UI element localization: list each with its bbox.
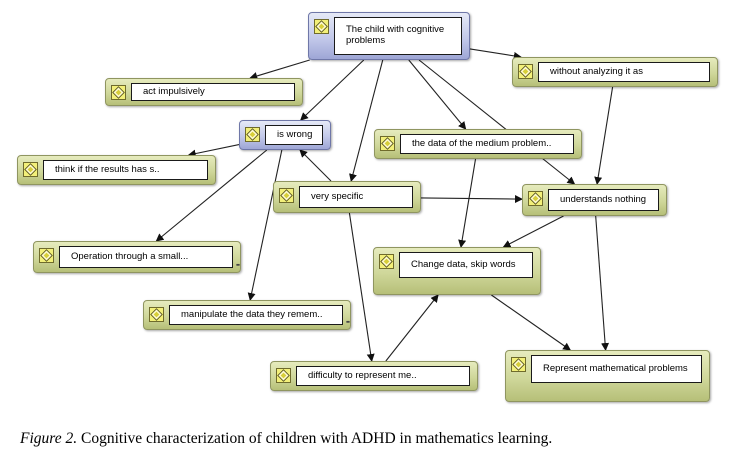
connector-arrow	[420, 195, 523, 204]
connector-arrow	[187, 144, 240, 158]
connector-arrow	[155, 149, 268, 242]
node-data-medium-problem[interactable]: the data of the medium problem..	[374, 129, 582, 159]
node-label: the data of the medium problem..	[400, 134, 574, 154]
node-change-data[interactable]: Change data, skip words	[373, 247, 541, 295]
node-label: understands nothing	[548, 189, 659, 211]
concept-diamond-icon	[379, 254, 394, 269]
concept-diamond-icon	[276, 368, 291, 383]
concept-diamond-icon	[149, 307, 164, 322]
connector-arrow	[491, 294, 572, 351]
concept-diamond-icon	[39, 248, 54, 263]
node-act-impulsively[interactable]: act impulsively	[105, 78, 303, 106]
connector-arrow	[418, 59, 576, 185]
connector-arrow	[458, 158, 477, 248]
concept-diamond-icon	[314, 19, 329, 34]
figure-caption: Figure 2. Cognitive characterization of …	[20, 430, 552, 448]
node-manipulate-data[interactable]: manipulate the data they remem.. ▪▪	[143, 300, 351, 330]
node-is-wrong[interactable]: is wrong	[239, 120, 331, 150]
concept-diamond-icon	[245, 127, 260, 142]
node-label: is wrong	[265, 125, 323, 145]
concept-diamond-icon	[528, 191, 543, 206]
connector-arrow	[349, 59, 384, 182]
connector-arrow	[594, 86, 614, 185]
node-very-specific[interactable]: very specific	[273, 181, 421, 213]
node-understands-nothing[interactable]: understands nothing	[522, 184, 667, 216]
concept-diamond-icon	[518, 64, 533, 79]
connector-arrow	[502, 215, 564, 248]
node-think-results[interactable]: think if the results has s..	[17, 155, 216, 185]
concept-diamond-icon	[380, 136, 395, 151]
concept-diamond-icon	[111, 85, 126, 100]
connector-arrow	[385, 294, 439, 362]
node-represent-problems[interactable]: Represent mathematical problems	[505, 350, 710, 402]
more-dots-icon: ▪▪	[346, 319, 350, 326]
connector-arrow	[469, 48, 522, 60]
concept-diamond-icon	[279, 188, 294, 203]
node-label: very specific	[299, 186, 413, 208]
node-label: without analyzing it as	[538, 62, 710, 82]
connector-arrow	[348, 212, 375, 362]
figure-label: Figure 2.	[20, 430, 78, 447]
connector-arrow	[247, 149, 283, 301]
node-label: act impulsively	[131, 83, 295, 101]
node-label: The child with cognitive problems	[334, 17, 462, 55]
node-child-cognitive-problems[interactable]: The child with cognitive problems	[308, 12, 470, 60]
node-label: think if the results has s..	[43, 160, 208, 180]
node-difficulty-represent[interactable]: difficulty to represent me..	[270, 361, 478, 391]
node-without-analyzing[interactable]: without analyzing it as	[512, 57, 718, 87]
node-label: manipulate the data they remem..	[169, 305, 343, 325]
connector-arrow	[408, 59, 467, 130]
concept-map: The child with cognitive problems act im…	[17, 12, 718, 402]
connector-arrow	[595, 215, 610, 351]
connector-arrow	[300, 59, 365, 121]
connector-arrow	[299, 149, 332, 182]
caption-text: Cognitive characterization of children w…	[77, 430, 553, 447]
node-label: Operation through a small...	[59, 246, 233, 268]
concept-diamond-icon	[511, 357, 526, 372]
node-label: Represent mathematical problems	[531, 355, 702, 383]
more-dots-icon: ▪▪	[236, 262, 240, 269]
node-label: Change data, skip words	[399, 252, 533, 278]
connector-arrow	[249, 59, 310, 80]
node-label: difficulty to represent me..	[296, 366, 470, 386]
node-operation-small[interactable]: Operation through a small... ▪▪	[33, 241, 241, 273]
concept-diamond-icon	[23, 162, 38, 177]
connector-layer	[155, 48, 614, 362]
